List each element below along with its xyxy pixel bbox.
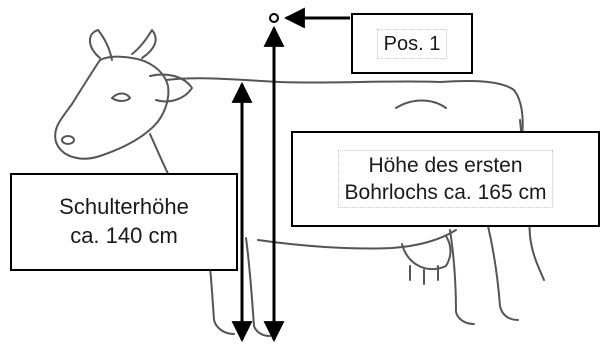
cow-front-leg-right (246, 238, 270, 336)
cow-hind-leg-left (450, 230, 474, 324)
drill-height-label-box: Höhe des ersten Bohrlochs ca. 165 cm (291, 131, 600, 227)
drill-height-label-line1: Höhe des ersten (368, 152, 522, 179)
shoulder-height-label-line2: ca. 140 cm (70, 222, 178, 251)
cow-hip (396, 101, 446, 109)
drill-height-label-frame: Höhe des ersten Bohrlochs ca. 165 cm (338, 150, 554, 209)
cow-udder (402, 236, 451, 269)
shoulder-height-label-box: Schulterhöhe ca. 140 cm (10, 173, 238, 271)
cow-eye (112, 94, 130, 102)
cow-back (166, 78, 523, 136)
shoulder-height-label-line1: Schulterhöhe (59, 193, 189, 222)
drill-height-label-line2: Bohrlochs ca. 165 cm (345, 179, 547, 206)
cow-nostril (62, 136, 74, 144)
position-label-box: Pos. 1 (351, 13, 473, 74)
cow-horn-right (132, 30, 156, 58)
cow-horn-left (90, 30, 112, 60)
position-label: Pos. 1 (384, 31, 441, 57)
cow-hind-leg-right (488, 226, 518, 320)
cow-belly (258, 230, 456, 249)
position-marker-circle (270, 14, 278, 22)
position-label-frame: Pos. 1 (377, 29, 448, 59)
